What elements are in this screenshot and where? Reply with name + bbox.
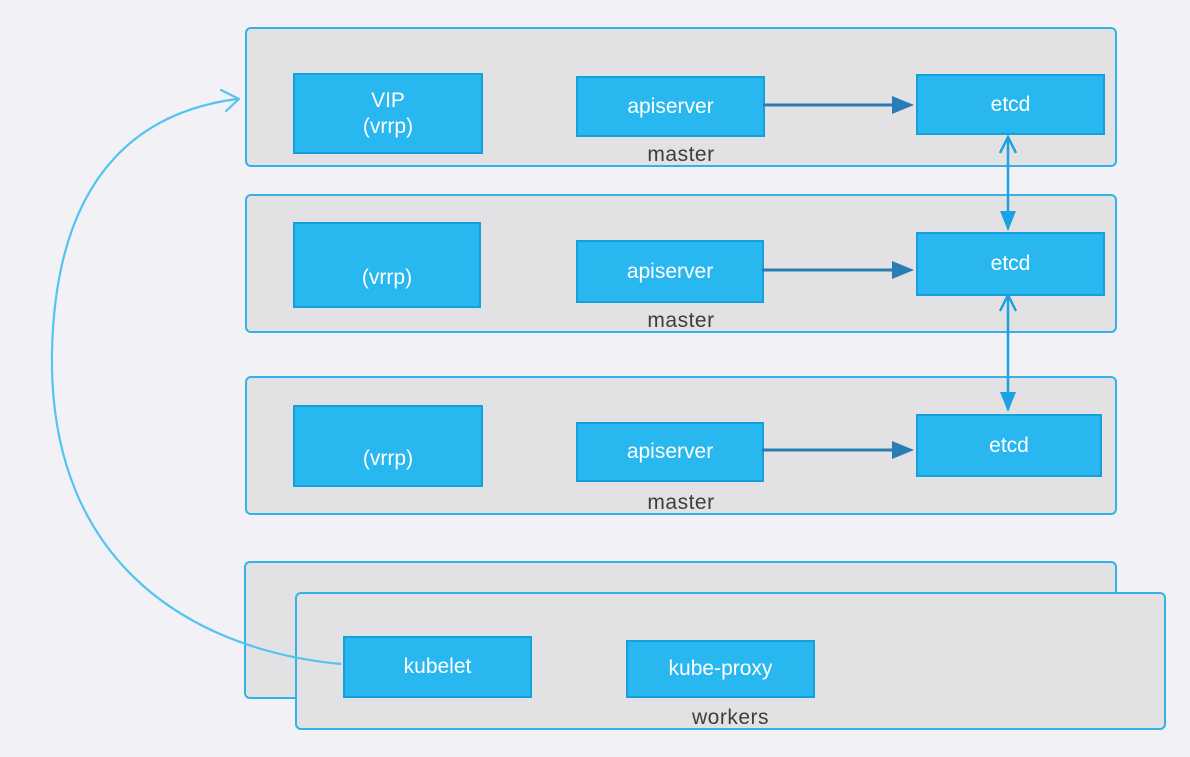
node-apiserver: apiserver [576,422,764,482]
node-etcd: etcd [916,74,1105,135]
node-etcd: etcd [916,414,1102,477]
node-vrrp: (vrrp) [293,222,481,308]
node-vip-line2: (vrrp) [362,114,414,138]
master-group-3: (vrrp) apiserver etcd master [245,376,1117,515]
master-group-label: master [647,491,715,514]
workers-group-front: kubelet kube-proxy workers [295,592,1166,730]
master-group-1: VIP (vrrp) apiserver etcd master [245,27,1117,167]
node-apiserver: apiserver [576,76,765,137]
master-group-label: master [647,143,715,166]
node-vip: VIP (vrrp) [293,73,483,154]
node-etcd: etcd [916,232,1105,296]
node-kube-proxy: kube-proxy [626,640,815,698]
node-vrrp-line2: (vrrp) [361,266,413,289]
node-vrrp-line2: (vrrp) [362,447,414,470]
node-kubelet: kubelet [343,636,532,698]
workers-group-label: workers [691,706,769,729]
master-group-2: (vrrp) apiserver etcd master [245,194,1117,333]
node-vip-line1: VIP [371,88,405,112]
master-group-label: master [647,309,715,332]
node-apiserver: apiserver [576,240,764,303]
node-vrrp: (vrrp) [293,405,483,487]
